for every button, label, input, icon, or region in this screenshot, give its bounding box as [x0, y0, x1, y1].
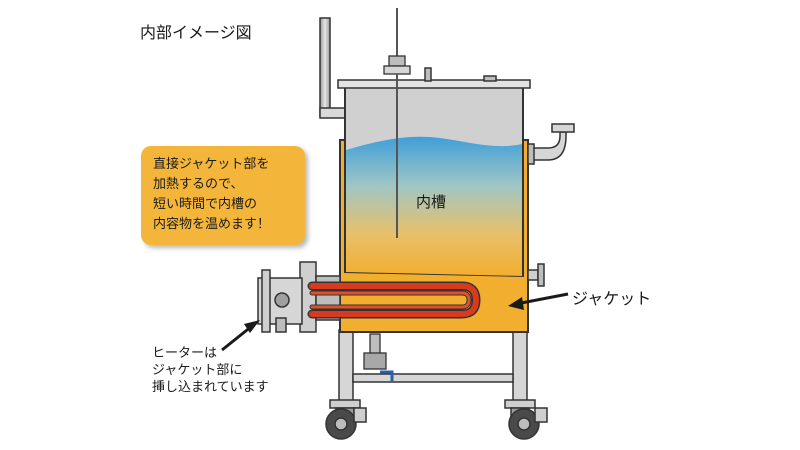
heater-arrow	[221, 320, 260, 352]
liquid	[346, 136, 522, 276]
heater-element	[307, 281, 481, 319]
vent-pipe	[319, 17, 347, 119]
jacket-outlet	[527, 263, 545, 287]
drain-valve	[363, 333, 394, 382]
probe-rod	[383, 8, 411, 238]
caster-right	[504, 399, 548, 440]
inlet-pipe	[527, 123, 575, 165]
jacket-label: ジャケット	[572, 289, 652, 308]
caster-left	[325, 399, 367, 440]
callout-box: 直接ジャケット部を 加熱するので、 短い時間で内槽の 内容物を温めます！	[141, 146, 305, 245]
callout-text: 直接ジャケット部を 加熱するので、 短い時間で内槽の 内容物を温めます！	[153, 157, 271, 232]
heater-note: ヒーターは ジャケット部に 挿し込まれています	[152, 346, 269, 395]
inner-tank-label: 内槽	[416, 193, 447, 211]
jacket-arrow	[508, 292, 569, 310]
page-title: 内部イメージ図	[140, 23, 252, 42]
heater-flange	[257, 261, 341, 333]
tank-lid	[337, 67, 531, 89]
